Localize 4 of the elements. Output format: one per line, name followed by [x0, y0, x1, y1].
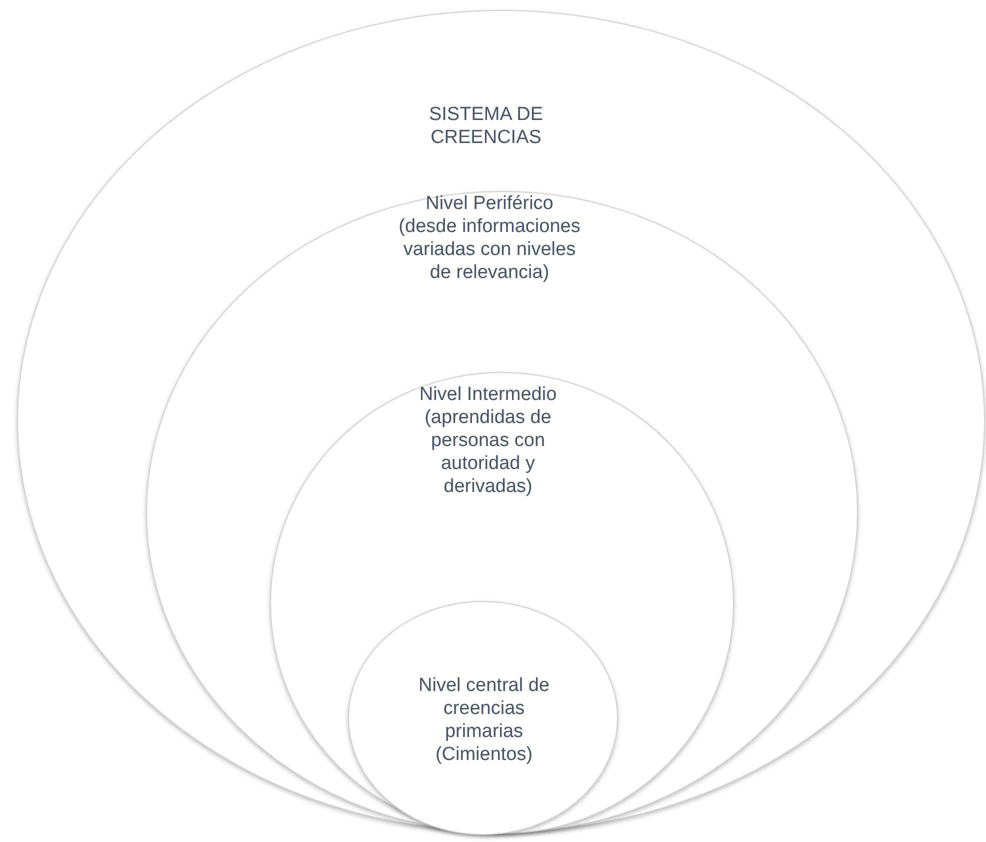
level-label: SISTEMA DE CREENCIAS [428, 103, 544, 149]
level-label: Nivel Periférico (desde informaciones variadas con niveles de relevancia) [398, 192, 582, 284]
level-label: Nivel Intermedio (aprendidas de personas con autoridad y derivadas) [418, 383, 558, 498]
level-label: Nivel central de creencias primarias (Cimientos) [418, 674, 550, 766]
